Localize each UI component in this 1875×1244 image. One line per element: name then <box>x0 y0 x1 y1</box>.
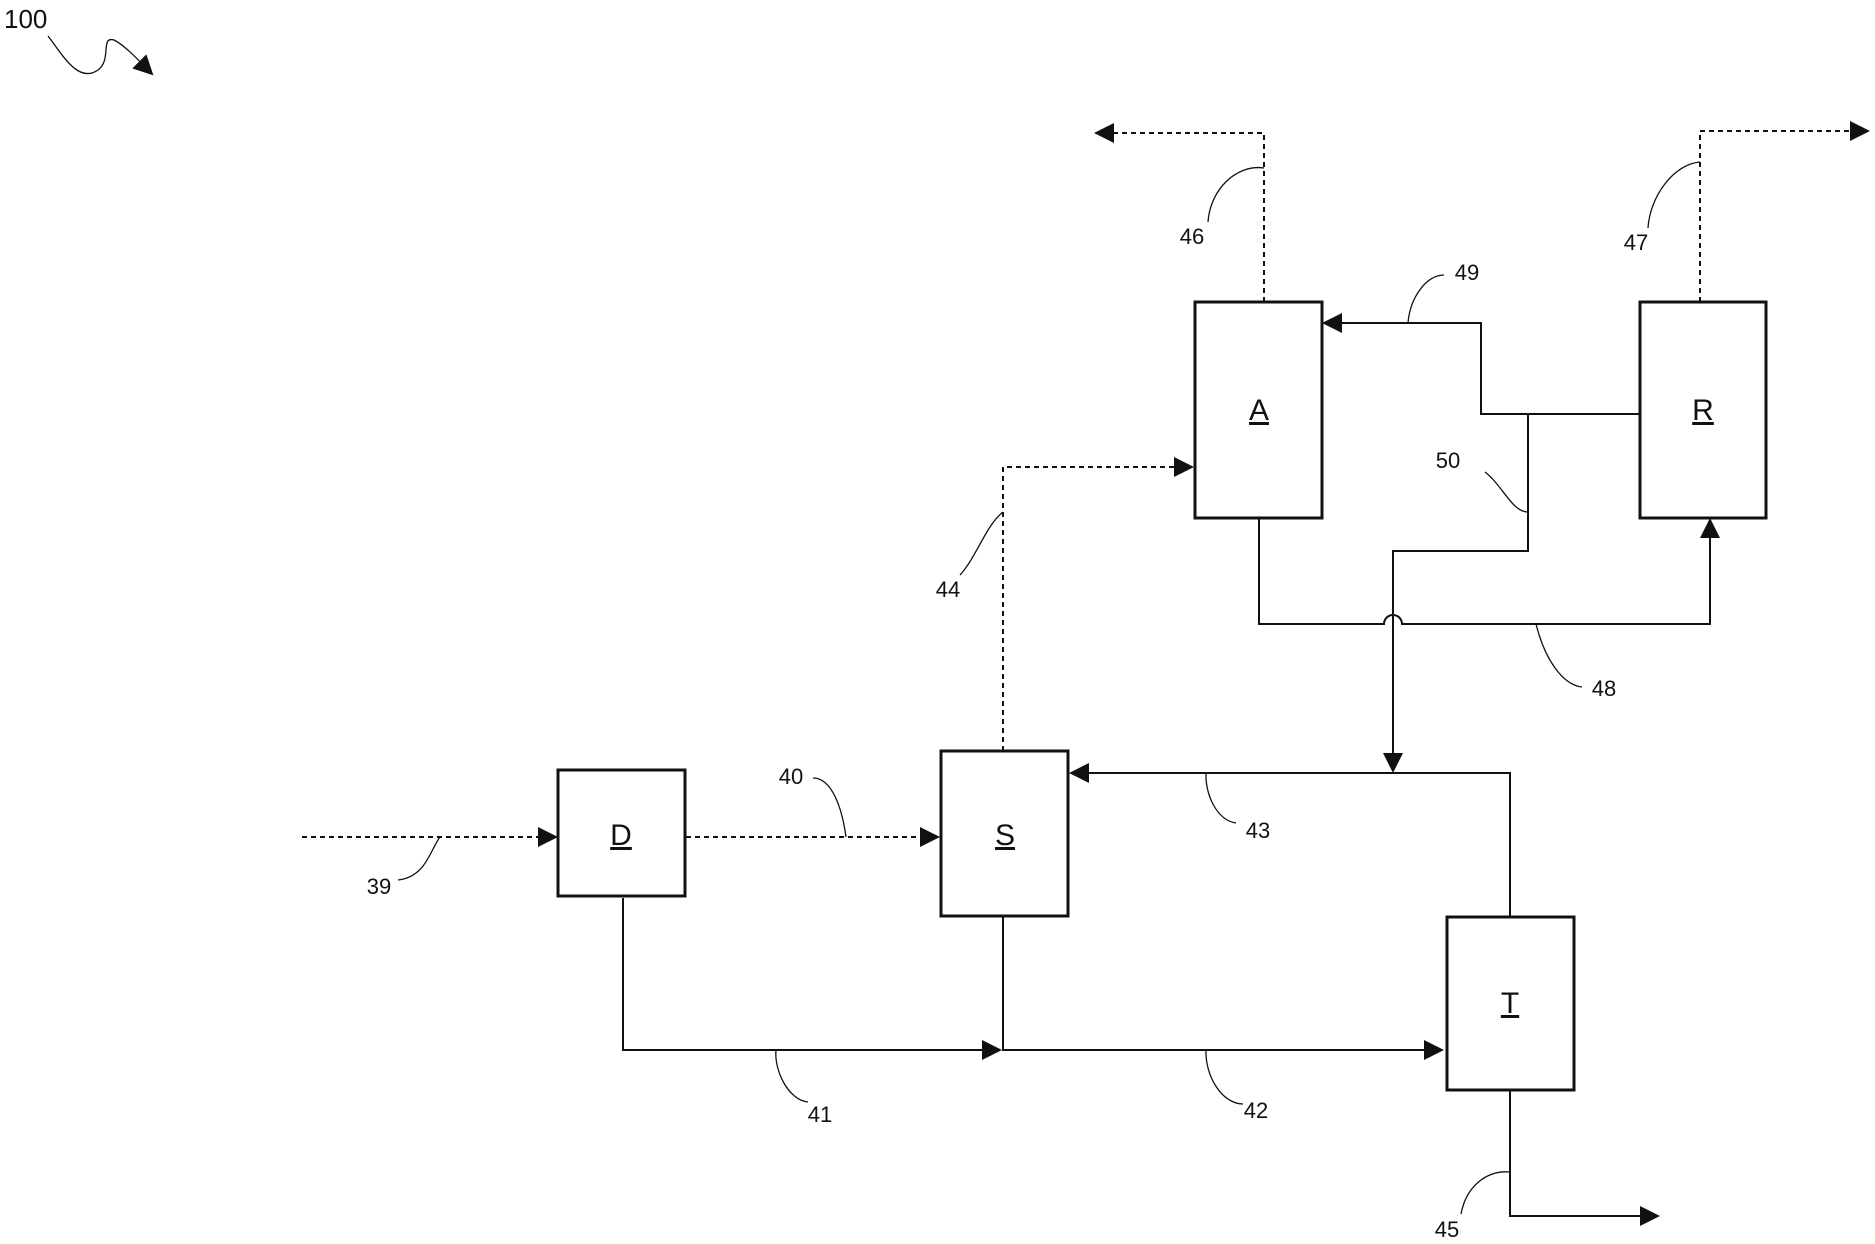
leader-49 <box>1408 275 1444 323</box>
stream-40-label: 40 <box>779 764 803 789</box>
stream-49-line <box>1324 323 1640 414</box>
stream-45-line <box>1510 1090 1658 1216</box>
leader-40 <box>813 778 846 837</box>
figure-reference-label: 100 <box>4 4 47 34</box>
stream-46-label: 46 <box>1180 224 1204 249</box>
stream-45-label: 45 <box>1435 1217 1459 1242</box>
unit-d-label: D <box>610 819 632 852</box>
unit-s-label: S <box>995 819 1015 852</box>
unit-t-label: T <box>1501 987 1519 1020</box>
stream-46-line <box>1096 133 1264 302</box>
stream-39-label: 39 <box>367 874 391 899</box>
leader-39 <box>398 837 440 880</box>
stream-43-line <box>1071 773 1510 916</box>
leader-41 <box>776 1050 808 1102</box>
stream-41-label: 41 <box>808 1102 832 1127</box>
stream-42-line <box>1003 916 1442 1050</box>
stream-48-label: 48 <box>1592 676 1616 701</box>
stream-47-line <box>1700 131 1868 302</box>
stream-47-label: 47 <box>1624 230 1648 255</box>
stream-50-label: 50 <box>1436 448 1460 473</box>
figure-reference-squiggle <box>48 36 152 74</box>
leader-46 <box>1208 168 1264 222</box>
leader-48 <box>1536 624 1582 687</box>
leader-43 <box>1206 773 1236 823</box>
leader-45 <box>1461 1172 1510 1214</box>
stream-44-label: 44 <box>936 577 960 602</box>
stream-42-label: 42 <box>1244 1098 1268 1123</box>
leader-42 <box>1206 1050 1243 1104</box>
leader-47 <box>1648 162 1700 228</box>
unit-r-label: R <box>1692 394 1714 427</box>
stream-44-line <box>1003 467 1192 751</box>
stream-50-line <box>1393 414 1528 771</box>
leader-44 <box>960 512 1003 575</box>
stream-48-line <box>1259 518 1710 624</box>
stream-43-label: 43 <box>1246 818 1270 843</box>
stream-49-label: 49 <box>1455 260 1479 285</box>
unit-a-label: A <box>1249 394 1269 427</box>
stream-41-line <box>623 898 1000 1050</box>
leader-50 <box>1485 472 1528 512</box>
